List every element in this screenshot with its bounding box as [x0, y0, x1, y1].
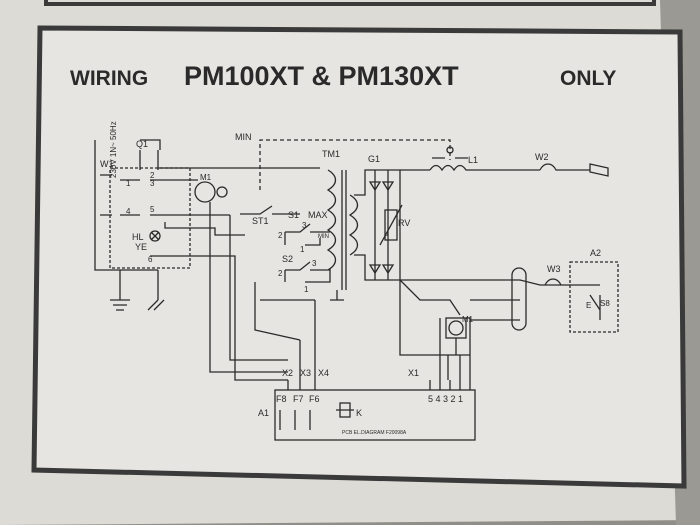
min-small-label: MIN — [318, 234, 329, 240]
title-prefix: WIRING — [70, 67, 148, 90]
title-suffix: ONLY — [560, 67, 616, 90]
e-label: E — [586, 301, 591, 310]
s1-pin-3: 3 — [302, 221, 307, 230]
s1-pin-2: 2 — [278, 231, 283, 240]
min-label: MIN — [235, 132, 252, 142]
fan-motor-label: M1 — [200, 173, 212, 182]
diagram-frame — [31, 25, 687, 489]
upper-frame-edge — [44, 0, 656, 6]
max-label: MAX — [308, 210, 328, 220]
x1-pins: 5 4 3 2 1 — [428, 394, 463, 404]
l1-label: L1 — [468, 155, 478, 165]
x1-label: X1 — [408, 368, 419, 378]
s2-pin-2: 2 — [278, 269, 283, 278]
f7-label: F7 — [293, 394, 304, 404]
f6-label: F6 — [309, 394, 320, 404]
hl-label: HL — [132, 232, 144, 242]
w1-label: W1 — [100, 159, 114, 169]
s2-label: S2 — [282, 254, 293, 264]
u-label: u — [384, 229, 388, 238]
f8-label: F8 — [276, 394, 287, 404]
ye-label: YE — [135, 242, 147, 252]
x3-label: X3 — [300, 368, 311, 378]
q1-label: Q1 — [136, 139, 148, 149]
diagram-labels: 230V 1N~ 50Hz W1 Q1 M1 MIN TM1 G1 L1 W2 … — [100, 121, 610, 436]
w2-label: W2 — [535, 152, 549, 162]
tm1-label: TM1 — [322, 149, 340, 159]
w3-label: W3 — [547, 264, 561, 274]
k-label: K — [356, 408, 362, 418]
a2-label: A2 — [590, 248, 601, 258]
terminal-1: 1 — [126, 179, 131, 188]
terminal-4: 4 — [126, 207, 131, 216]
supply-label: 230V 1N~ 50Hz — [109, 121, 118, 178]
terminal-6: 6 — [148, 255, 153, 264]
title-models: PM100XT & PM130XT — [184, 61, 459, 91]
x2-label: X2 — [282, 368, 293, 378]
s1-label: S1 — [288, 210, 299, 220]
motor-label: M1 — [462, 315, 474, 324]
x4-label: X4 — [318, 368, 329, 378]
circuit-wires — [94, 139, 619, 441]
terminal-5: 5 — [150, 205, 155, 214]
a1-label: A1 — [258, 408, 269, 418]
s2-pin-1: 1 — [304, 285, 309, 294]
st1-label: ST1 — [252, 216, 269, 226]
pcb-label: PCB EL.DIAGRAM F20098A — [342, 430, 407, 436]
s8-label: S8 — [600, 299, 610, 308]
terminal-2: 2 — [150, 171, 155, 180]
s1-pin-1: 1 — [300, 245, 305, 254]
g1-label: G1 — [368, 154, 380, 164]
terminal-3: 3 — [150, 179, 155, 188]
rv-label: RV — [398, 218, 410, 228]
s2-pin-3: 3 — [312, 259, 317, 268]
